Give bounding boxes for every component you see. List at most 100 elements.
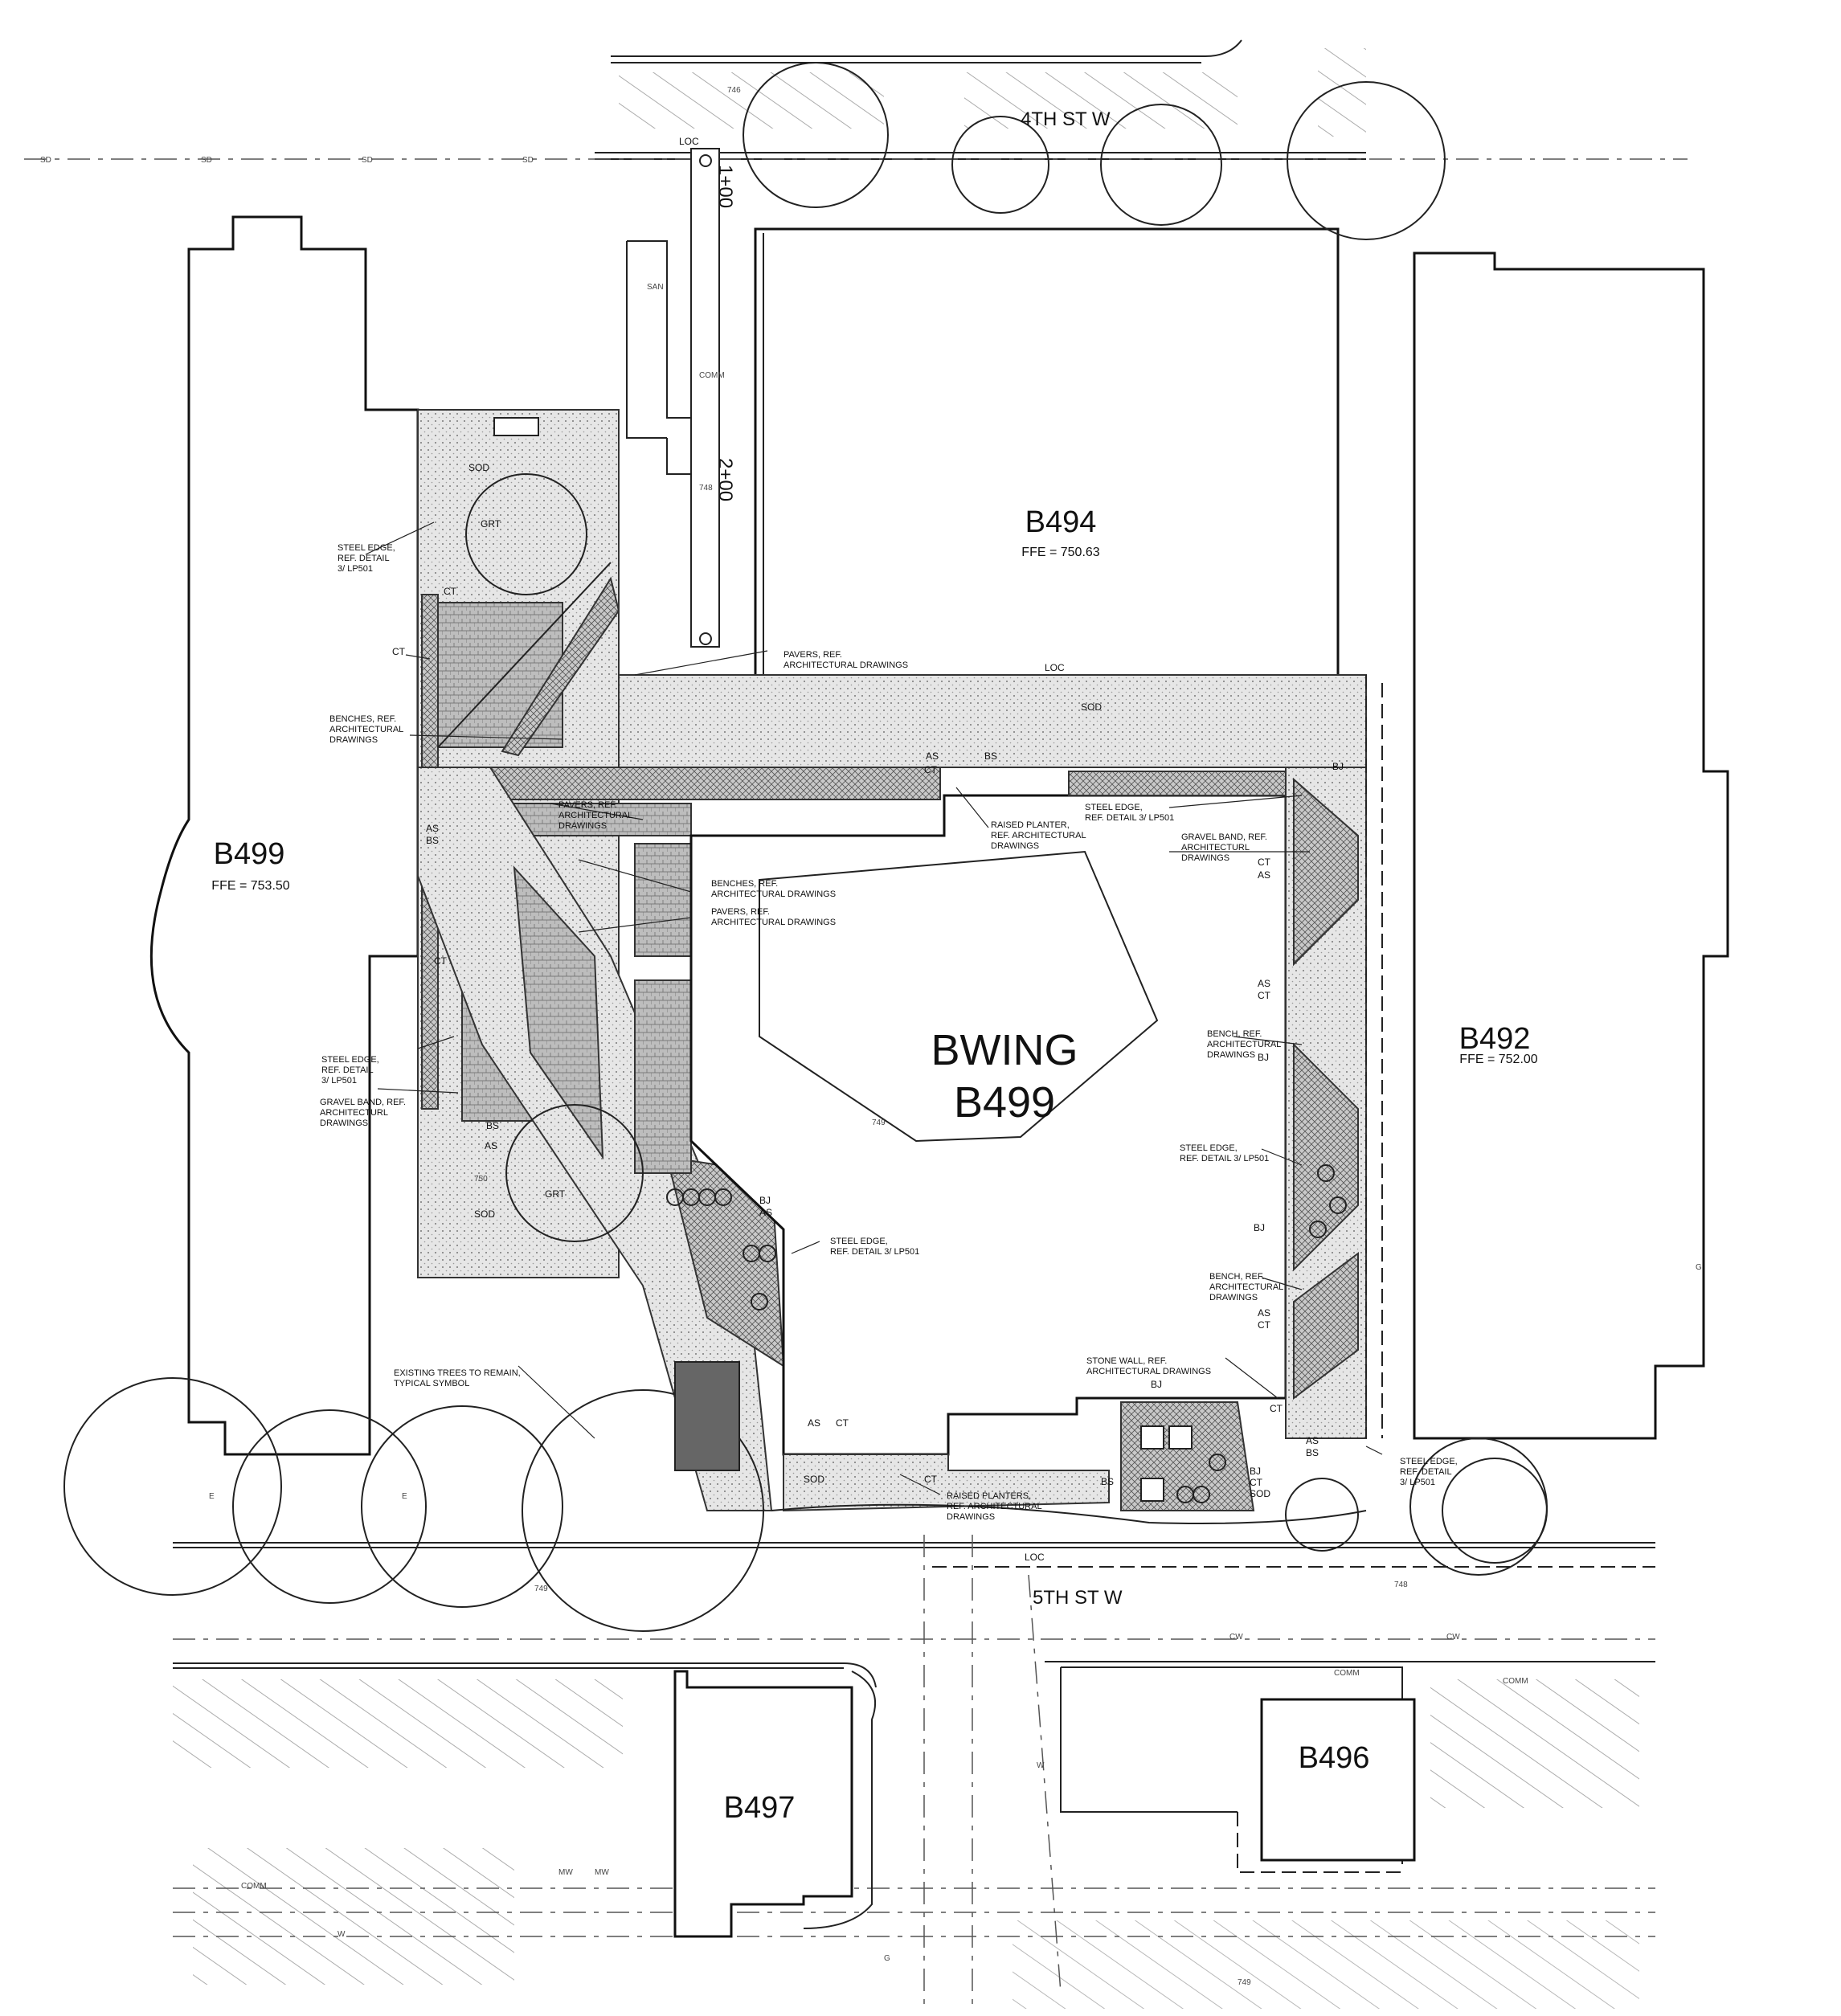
util-san: SAN (647, 283, 664, 292)
util-w-2: W (1037, 1761, 1045, 1770)
util-g-1: G (1696, 1263, 1702, 1272)
note-bench-e2: BENCH, REF. ARCHITECTURAL DRAWINGS (1209, 1272, 1286, 1302)
util-comm-1: COMM (699, 371, 725, 380)
tag-ct-sw: CT (836, 1417, 849, 1429)
tag-as-s2: AS (1306, 1435, 1319, 1446)
tag-bs-s2: BS (1306, 1447, 1319, 1458)
note-existing-trees: EXISTING TREES TO REMAIN, TYPICAL SYMBOL (394, 1368, 523, 1388)
b494-ffe: FFE = 750.63 (1021, 546, 1099, 559)
callout-notes: STEEL EDGE, REF. DETAIL 3/ LP501 BENCHES… (320, 543, 1460, 1522)
loc-label-north: LOC (679, 136, 699, 147)
bwing-subtitle: B499 (954, 1078, 1055, 1127)
street-5th (173, 1542, 1655, 2009)
street-labels: 4TH ST W 5TH ST W (1021, 108, 1123, 1609)
dark-canopy (674, 1361, 740, 1471)
util-mw-2: MW (595, 1868, 609, 1877)
building-b494 (754, 227, 1340, 681)
b494-title: B494 (1025, 505, 1097, 539)
building-b492 (1413, 251, 1729, 1440)
tag-bj-ne: BJ (1332, 761, 1344, 772)
street-label-5th: 5TH ST W (1033, 1587, 1123, 1609)
b497-title: B497 (724, 1791, 796, 1825)
b499-title: B499 (214, 837, 285, 871)
bench-circles (666, 1164, 1347, 1503)
contour-748: 748 (699, 484, 713, 493)
util-cw-2: CW (1446, 1633, 1460, 1642)
tag-as-w: AS (426, 823, 439, 834)
tag-as-e2: AS (1258, 978, 1270, 989)
tag-ct-w2: CT (434, 955, 448, 967)
tag-bs-s: BS (486, 1120, 499, 1131)
util-sd-2: SD (201, 156, 212, 165)
contour-749-a: 749 (872, 1118, 886, 1127)
note-steel-edge-w2: STEEL EDGE, REF. DETAIL 3/ LP501 (321, 1055, 382, 1086)
note-benches-c: BENCHES, REF. ARCHITECTURAL DRAWINGS (711, 879, 836, 899)
util-comm-2: COMM (1334, 1669, 1360, 1678)
station-labels: 1+00 2+00 LOC LOC LOC (679, 136, 1065, 1563)
b499-ffe: FFE = 753.50 (211, 879, 289, 893)
util-sd-4: SD (522, 156, 534, 165)
note-pavers-w: PAVERS, REF. ARCHITECTURAL DRAWINGS (558, 800, 635, 831)
plaza-east-strip (1068, 767, 1367, 1439)
note-steel-edge-se: STEEL EDGE, REF. DETAIL 3/ LP501 (1400, 1457, 1460, 1487)
tag-sod-sw: SOD (804, 1474, 824, 1485)
building-b497 (673, 1670, 853, 1938)
tag-bs-w: BS (426, 835, 439, 846)
plaza-central (417, 674, 1367, 1511)
note-bench-e1: BENCH, REF. ARCHITECTURAL DRAWINGS (1207, 1029, 1283, 1060)
note-gravel-band-w: GRAVEL BAND, REF. ARCHITECTURL DRAWINGS (320, 1098, 408, 1128)
tag-bj-c: BJ (759, 1195, 771, 1206)
tag-as-e3: AS (1258, 1307, 1270, 1319)
contour-749-b: 749 (534, 1585, 548, 1593)
contour-749-c: 749 (1238, 1978, 1251, 1987)
util-sd-3: SD (362, 156, 373, 165)
tag-bj-e: BJ (1258, 1052, 1269, 1063)
loc-label-south: LOC (1025, 1552, 1045, 1563)
material-tags: SOD GRT CT CT SOD AS BS CT AS BS CT BJ C… (392, 462, 1344, 1499)
note-steel-edge-ne: STEEL EDGE, REF. DETAIL 3/ LP501 (1085, 803, 1174, 823)
contour-750: 750 (474, 1175, 488, 1184)
building-labels: B494 FFE = 750.63 B499 FFE = 753.50 BWIN… (211, 505, 1537, 1825)
tag-ct-n: CT (444, 586, 457, 597)
tag-bj-s2: BJ (1250, 1466, 1261, 1477)
bwing-title: BWING (931, 1026, 1078, 1074)
tag-bs-s3: BS (1101, 1476, 1114, 1487)
util-comm-4: COMM (241, 1882, 267, 1891)
station-alignment (626, 148, 1383, 1438)
plaza-south (771, 1401, 1367, 1524)
note-steel-edge-e: STEEL EDGE, REF. DETAIL 3/ LP501 (1180, 1143, 1269, 1163)
tag-grt-n: GRT (481, 518, 501, 530)
util-g-2: G (884, 1954, 890, 1963)
leader-lines (365, 521, 1383, 1495)
station-1: 1+00 (714, 165, 736, 208)
building-b496 (1260, 1698, 1416, 1862)
tag-as-sw: AS (808, 1417, 820, 1429)
tag-sod-s2: SOD (1250, 1488, 1270, 1499)
utility-lines-vertical (923, 1535, 1062, 2009)
tag-ct-e3: CT (1258, 1319, 1271, 1331)
tag-ct-s2: CT (1250, 1477, 1263, 1488)
contour-labels: 746 748 749 750 749 748 749 (474, 86, 1408, 1987)
tag-sod-nw: SOD (468, 462, 489, 473)
util-sd-1: SD (40, 156, 51, 165)
existing-trees (63, 62, 1548, 1632)
street-label-4th: 4TH ST W (1021, 108, 1111, 130)
tag-ct-s: CT (1270, 1403, 1283, 1414)
tag-ct-w: CT (392, 646, 406, 657)
note-raised-planter: RAISED PLANTER, REF. ARCHITECTURAL DRAWI… (991, 820, 1088, 851)
tag-as-s: AS (485, 1140, 497, 1151)
util-mw-1: MW (558, 1868, 573, 1877)
b492-title: B492 (1459, 1022, 1531, 1056)
contour-746: 746 (727, 86, 741, 95)
b496-title: B496 (1299, 1741, 1370, 1775)
utility-labels: SD SD SD SD SAN COMM COMM COMM COMM CW C… (40, 156, 1702, 1963)
tag-as-c: AS (759, 1207, 772, 1218)
station-2: 2+00 (714, 458, 736, 501)
tag-sod-s: SOD (474, 1208, 495, 1220)
tag-as-e: AS (1258, 869, 1270, 881)
contour-748-b: 748 (1394, 1580, 1408, 1589)
util-e-1: E (209, 1492, 215, 1501)
util-comm-3: COMM (1503, 1677, 1528, 1686)
util-e-2: E (402, 1492, 407, 1501)
tag-sod-c: SOD (1081, 701, 1102, 713)
